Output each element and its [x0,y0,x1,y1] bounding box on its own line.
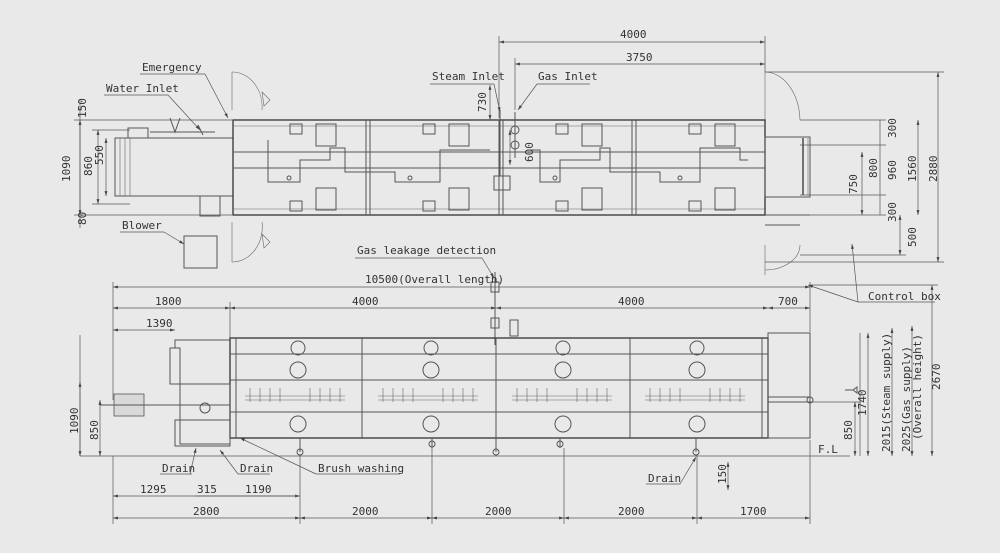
dim-1090-top: 1090 [60,156,73,183]
dim-960: 960 [886,160,899,180]
dim-850-right: 850 [842,420,855,440]
dim-150-side: 150 [716,464,729,484]
dim-1295: 1295 [140,483,167,496]
elevation-view-dimensions [78,282,938,524]
dim-850-left: 850 [88,420,101,440]
label-water-inlet: Water Inlet [106,82,179,95]
dim-1090-side: 1090 [68,408,81,435]
label-emergency: Emergency [142,61,202,74]
dim-315: 315 [197,483,217,496]
dim-steam-supply: 2015(Steam supply) [880,333,893,452]
dim-1700: 1700 [740,505,767,518]
plan-view-dim-labels: 4000 3750 730 600 150 1090 860 550 80 30… [60,28,940,247]
dim-150: 150 [76,98,89,118]
dim-300-upper: 300 [886,118,899,138]
dim-1560: 1560 [906,156,919,183]
dim-2880: 2880 [927,156,940,183]
label-drain-1: Drain [162,462,195,475]
plan-view [114,71,811,275]
label-brush-washing: Brush washing [318,462,404,475]
elevation-view-dim-labels: 10500(Overall length) 1800 4000 4000 700… [68,273,943,518]
dim-4000-left: 4000 [352,295,379,308]
label-blower: Blower [122,219,162,232]
label-drain-2: Drain [240,462,273,475]
plan-view-callouts: Emergency Water Inlet Steam Inlet Gas In… [104,61,598,245]
dim-1190: 1190 [245,483,272,496]
dim-300-lower: 300 [886,202,899,222]
dim-1390: 1390 [146,317,173,330]
dim-3750: 3750 [626,51,653,64]
dim-4000-right: 4000 [618,295,645,308]
label-gas-inlet: Gas Inlet [538,70,598,83]
label-drain-3: Drain [648,472,681,485]
dim-550: 550 [93,145,106,165]
label-steam-inlet: Steam Inlet [432,70,505,83]
dim-2670: 2670 [930,364,943,391]
dim-overall-height: (Overall height) [911,334,924,440]
dim-2000-a: 2000 [352,505,379,518]
label-floor-level: F.L [818,443,838,456]
dim-2800: 2800 [193,505,220,518]
elevation-view-callouts: Gas leakage detection Control box Drain … [160,243,941,485]
label-overall-length: 10500(Overall length) [365,273,504,286]
label-gas-leakage-detection: Gas leakage detection [357,244,496,257]
dim-2000-b: 2000 [485,505,512,518]
dim-1740: 1740 [856,390,869,417]
label-control-box: Control box [868,290,941,303]
dim-700: 700 [778,295,798,308]
plan-view-dimensions [74,36,944,263]
dim-1800: 1800 [155,295,182,308]
dim-860: 860 [82,156,95,176]
dim-gas-supply: 2025(Gas supply) [900,346,913,452]
dim-80: 80 [76,212,89,225]
dim-500: 500 [906,227,919,247]
dim-730: 730 [476,92,489,112]
dim-600: 600 [523,142,536,162]
elevation-view [80,272,858,457]
dim-750: 750 [847,174,860,194]
dim-800: 800 [867,158,880,178]
dim-4000-top: 4000 [620,28,647,41]
dim-2000-c: 2000 [618,505,645,518]
